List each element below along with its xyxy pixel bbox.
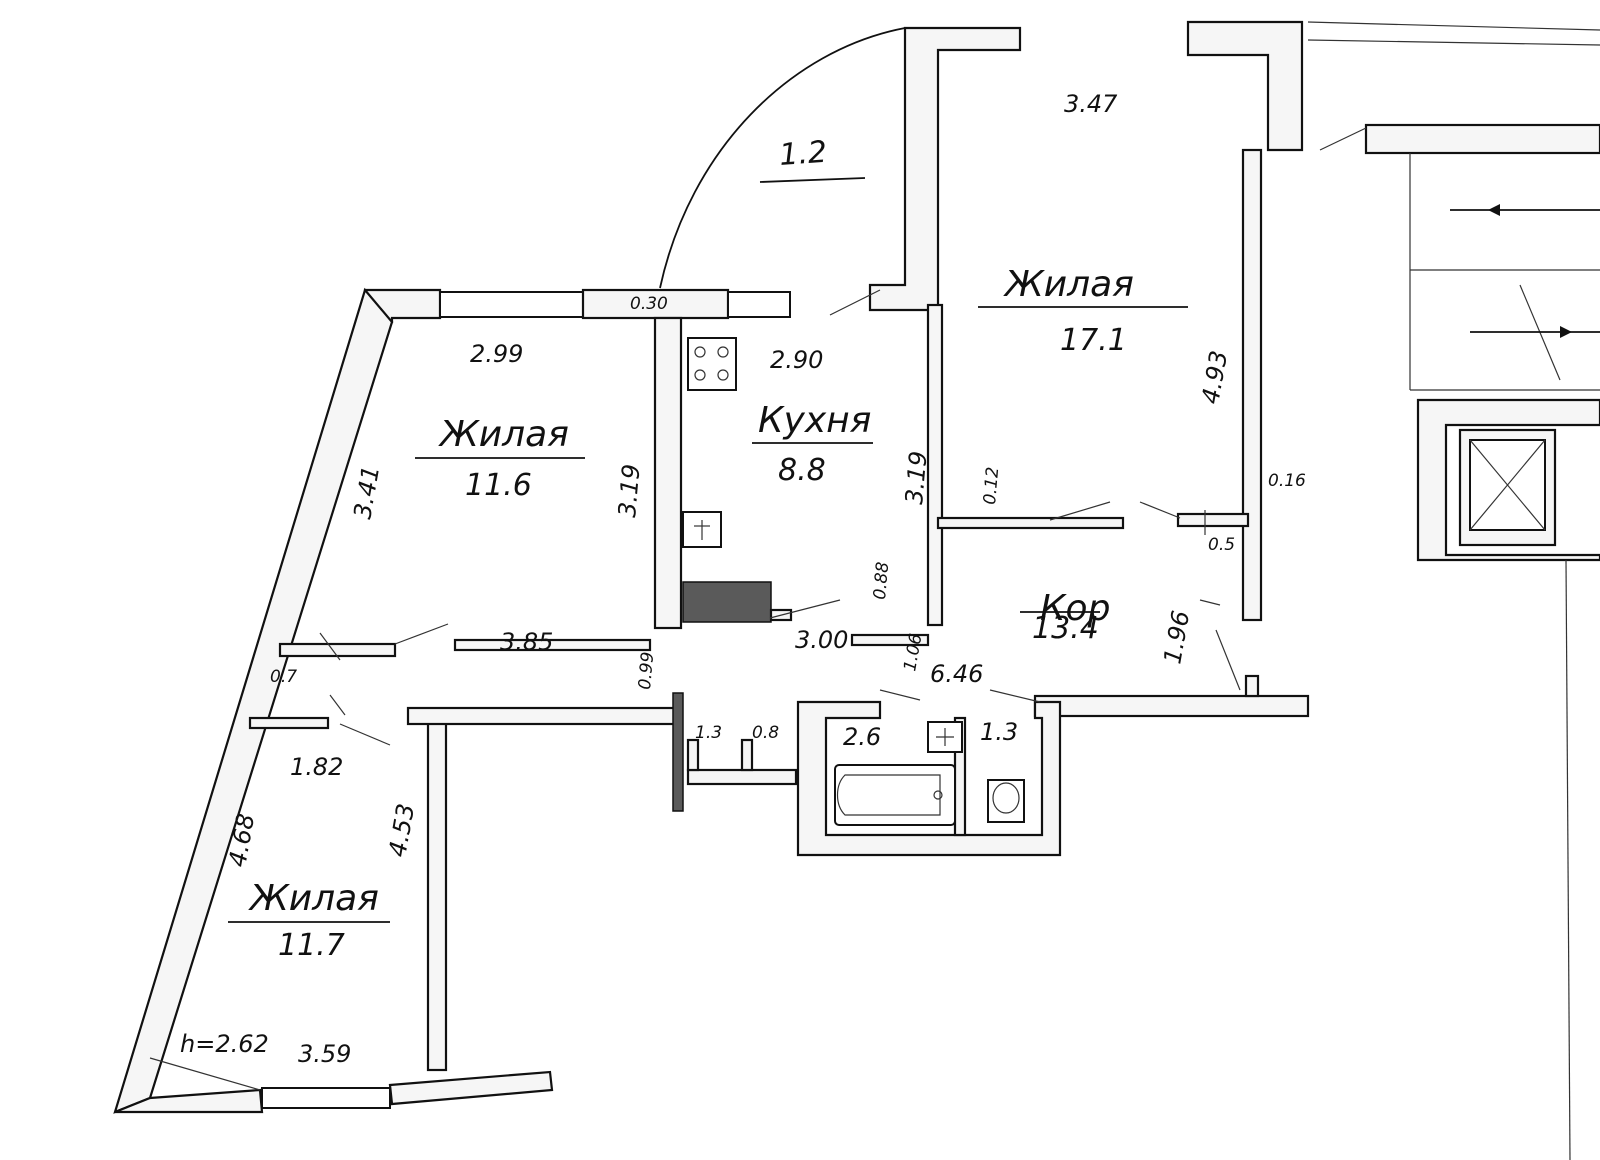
- room-area: 8.8: [778, 453, 826, 488]
- washbasin-icon: [927, 721, 963, 753]
- dim-3-19-left: 3.19: [613, 463, 646, 519]
- dim-0-99: 0.99: [635, 651, 658, 690]
- dim-2-6: 2.6: [843, 723, 881, 751]
- dim-6-46: 6.46: [930, 660, 983, 688]
- room-area: 11.7: [278, 928, 345, 963]
- dim-0-88: 0.88: [870, 561, 893, 601]
- room-name: Жилая: [438, 414, 569, 455]
- dim-2-90: 2.90: [770, 346, 823, 374]
- room-living-left: Жилая 11.6: [415, 414, 585, 503]
- room-area: 17.1: [1060, 323, 1127, 358]
- sink-icon: [682, 511, 722, 548]
- dim-0-16: 0.16: [1268, 471, 1306, 491]
- room-name: Жилая: [248, 878, 379, 919]
- dim-1-3-wc: 1.3: [980, 718, 1018, 746]
- dim-1-3-closet: 1.3: [695, 723, 722, 743]
- stove-icon: [687, 337, 737, 391]
- dim-3-41: 3.41: [348, 464, 385, 521]
- dim-3-59: 3.59: [298, 1040, 351, 1068]
- dim-0-7: 0.7: [270, 667, 297, 687]
- dim-3-47: 3.47: [1064, 90, 1118, 118]
- dim-0-5: 0.5: [1208, 535, 1235, 555]
- stairs-arrow-icon: [1450, 204, 1600, 338]
- room-area: 11.6: [465, 468, 532, 503]
- dim-3-19-kitchen: 3.19: [900, 450, 933, 506]
- dim-0-30: 0.30: [630, 294, 668, 314]
- room-kitchen: Кухня 8.8: [752, 400, 873, 488]
- room-living-bottom: Жилая 11.7: [228, 878, 390, 963]
- dim-0-12: 0.12: [980, 466, 1003, 505]
- room-area: 13.4: [1032, 611, 1099, 646]
- dim-3-00: 3.00: [795, 626, 848, 654]
- dim-3-85: 3.85: [500, 628, 553, 656]
- balcony-area: 1.2: [778, 135, 828, 173]
- toilet-icon: [987, 779, 1025, 823]
- dimension-labels: 3.47 4.93 2.99 3.41 3.19 2.90 3.19 0.30 …: [180, 90, 1306, 1068]
- bathtub-icon: [834, 764, 956, 826]
- ventilation-shaft-icon: [1469, 439, 1546, 531]
- room-corridor: Кор 13.4: [1020, 588, 1110, 646]
- dim-1-82: 1.82: [290, 753, 343, 781]
- room-name: Кор: [1040, 588, 1110, 629]
- balcony: 1.2: [659, 27, 906, 289]
- dim-2-99: 2.99: [470, 340, 523, 368]
- dim-4-93: 4.93: [1196, 349, 1233, 406]
- dim-1-96: 1.96: [1158, 609, 1195, 666]
- dim-4-53: 4.53: [383, 802, 420, 859]
- ceiling-height: h=2.62: [180, 1030, 269, 1058]
- room-living-top-right: Жилая 17.1: [978, 264, 1188, 358]
- walls: [113, 20, 1310, 1114]
- stairwell: [1307, 21, 1600, 1160]
- door-swings: [149, 127, 1367, 1091]
- dim-0-8: 0.8: [752, 723, 779, 743]
- room-name: Жилая: [1003, 264, 1134, 305]
- room-name: Кухня: [758, 400, 871, 441]
